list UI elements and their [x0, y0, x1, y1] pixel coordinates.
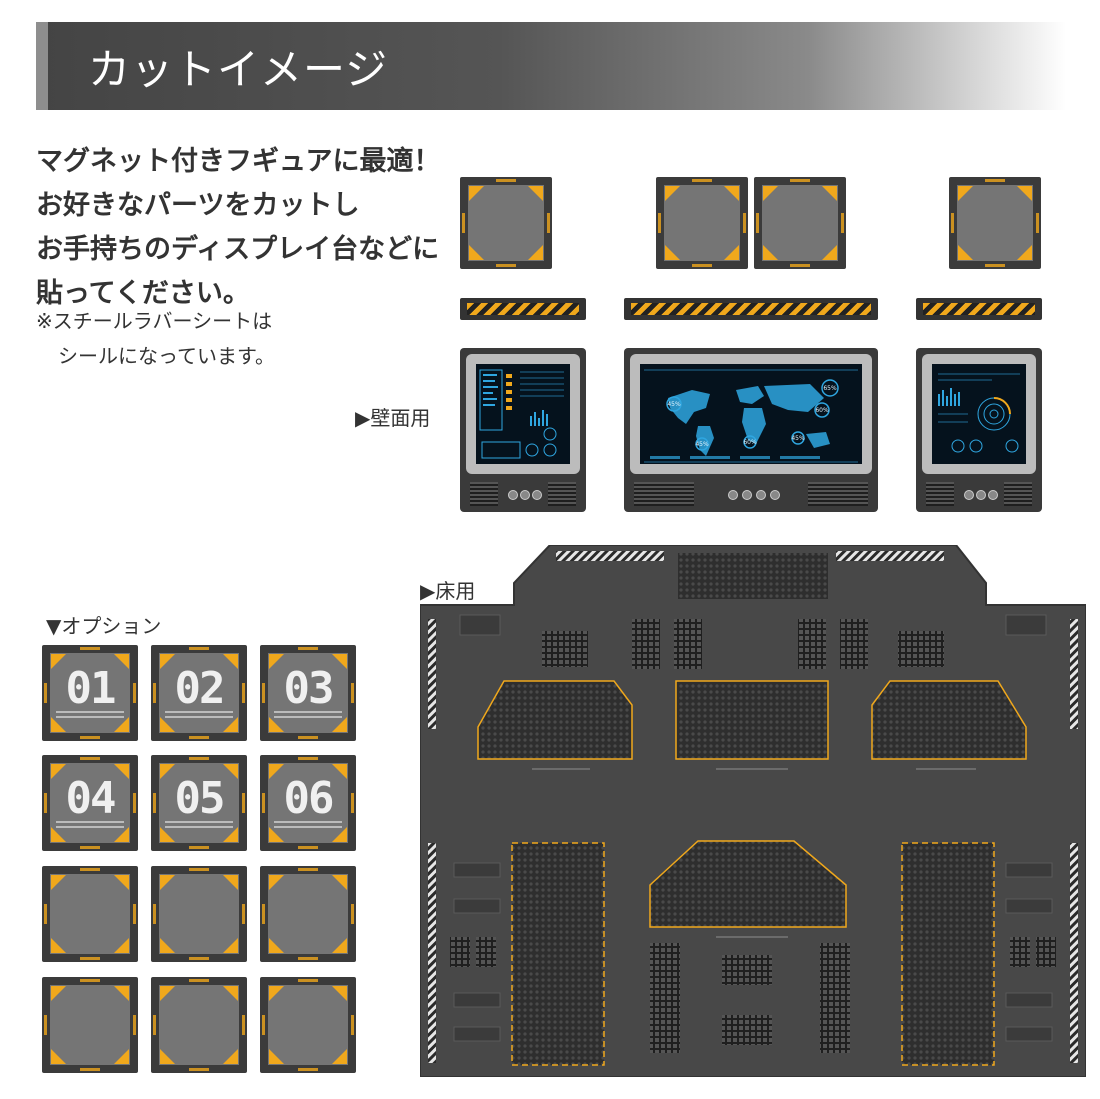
tile-number: 01	[65, 663, 117, 714]
tile-number: 06	[283, 773, 335, 824]
option-tile-numbered: 01	[42, 645, 138, 741]
corner-marks-icon	[153, 647, 245, 739]
corner-marks-icon	[44, 868, 136, 960]
wall-tile	[656, 177, 748, 269]
wall-tile	[754, 177, 846, 269]
option-tile-numbered: 02	[151, 645, 247, 741]
option-label: ▼オプション	[46, 614, 162, 638]
option-tile-numbered: 06	[260, 755, 356, 851]
corner-marks-icon	[262, 979, 354, 1071]
option-tile-numbered: 05	[151, 755, 247, 851]
hazard-strip	[460, 298, 586, 320]
tile-number: 05	[174, 773, 226, 824]
description-line: お好きなパーツをカットし	[36, 190, 360, 221]
wall-label: ▶壁面用	[355, 406, 431, 430]
corner-marks-icon	[153, 979, 245, 1071]
monitor-panel	[916, 348, 1042, 512]
corner-marks-icon	[153, 868, 245, 960]
description-line: お手持ちのディスプレイ台などに	[36, 234, 440, 265]
option-tile-numbered: 03	[260, 645, 356, 741]
map-percent: 45%	[667, 401, 681, 408]
option-tile-blank	[42, 866, 138, 962]
option-tile-blank	[151, 866, 247, 962]
note-line: ※スチールラバーシートは	[36, 309, 273, 333]
corner-marks-icon	[756, 179, 844, 267]
hazard-strip	[624, 298, 878, 320]
corner-marks-icon	[153, 757, 245, 849]
corner-marks-icon	[44, 757, 136, 849]
monitor-panel	[460, 348, 586, 512]
tile-number: 02	[174, 663, 226, 714]
floor-label: ▶床用	[420, 579, 476, 603]
corner-marks-icon	[262, 868, 354, 960]
corner-marks-icon	[44, 647, 136, 739]
hazard-strip	[916, 298, 1042, 320]
tile-number: 04	[65, 773, 117, 824]
tile-number: 03	[283, 663, 335, 714]
description-line: 貼ってください。	[36, 278, 250, 309]
corner-marks-icon	[462, 179, 550, 267]
corner-marks-icon	[262, 647, 354, 739]
map-percent: 45%	[791, 435, 805, 442]
option-tile-blank	[260, 977, 356, 1073]
option-tile-blank	[260, 866, 356, 962]
radar-screen-icon	[938, 373, 1020, 453]
map-percent: 60%	[743, 439, 757, 446]
map-percent: 45%	[695, 441, 709, 448]
world-map-icon: 45% 60% 45% 60% 45% 65%	[644, 369, 858, 463]
wall-tile	[460, 177, 552, 269]
description-line: マグネット付きフギュアに最適！	[36, 146, 441, 177]
corner-marks-icon	[262, 757, 354, 849]
description: マグネット付きフギュアに最適！ お好きなパーツをカットし お手持ちのディスプレイ…	[36, 140, 440, 316]
wall-tile	[949, 177, 1041, 269]
corner-marks-icon	[44, 979, 136, 1071]
map-percent: 65%	[823, 385, 837, 392]
note: ※スチールラバーシートは シールになっています。	[36, 304, 275, 374]
option-tile-numbered: 04	[42, 755, 138, 851]
corner-marks-icon	[951, 179, 1039, 267]
floor-panel	[420, 545, 1086, 1077]
map-percent: 60%	[815, 407, 829, 414]
option-tile-blank	[151, 977, 247, 1073]
corner-marks-icon	[658, 179, 746, 267]
hud-screen-icon	[479, 369, 564, 459]
page-title: カットイメージ	[88, 45, 389, 94]
monitor-panel-wide: 45% 60% 45% 60% 45% 65%	[624, 348, 878, 512]
note-line: シールになっています。	[58, 344, 275, 368]
header-banner: カットイメージ	[36, 22, 1066, 110]
option-tile-blank	[42, 977, 138, 1073]
header-accent-bar	[36, 22, 48, 110]
